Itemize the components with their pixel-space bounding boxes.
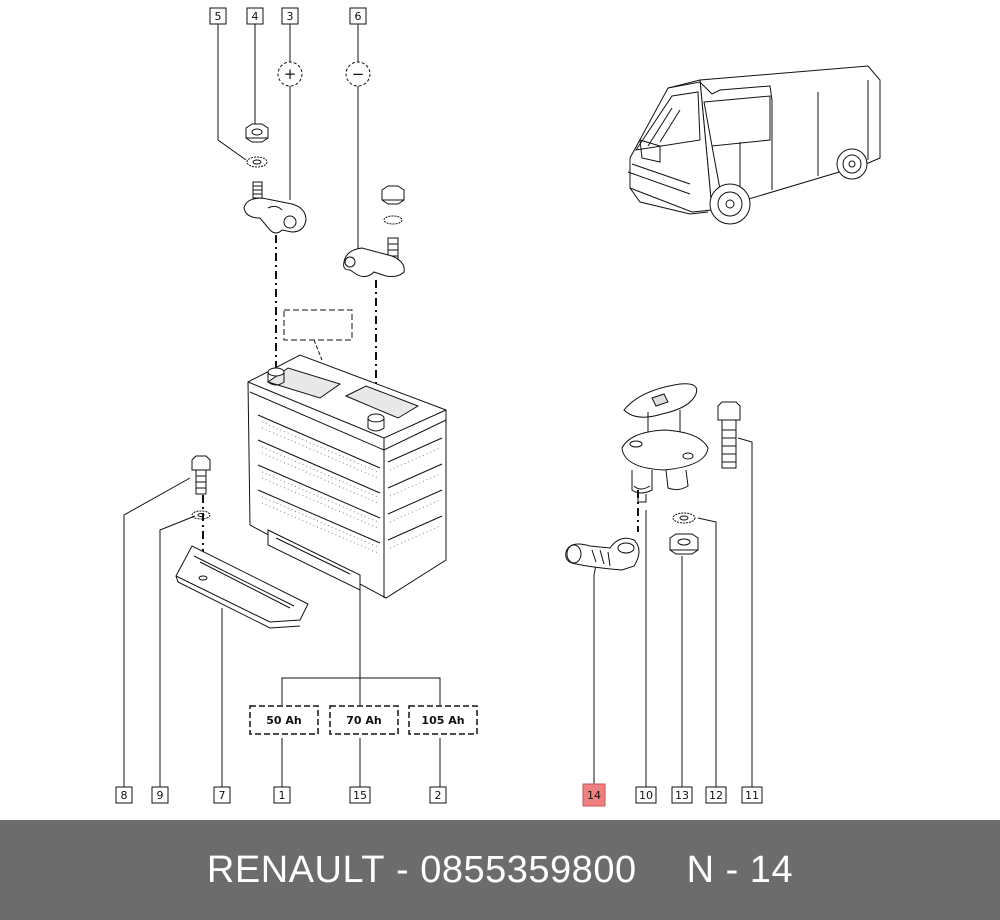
bolt-part-8 xyxy=(191,455,211,495)
capacity-boxes xyxy=(249,705,478,735)
callout-label-3: 3 xyxy=(287,10,294,23)
nut-part-4 xyxy=(245,123,269,143)
bolt-part-11 xyxy=(717,401,741,469)
terminal-signs xyxy=(277,61,371,87)
callout-label-8: 8 xyxy=(121,789,128,802)
callout-label-7: 7 xyxy=(219,789,226,802)
capacity-label-70ah: 70 Ah xyxy=(346,714,381,727)
battery-negative-post xyxy=(367,413,385,432)
cable-end-part-14 xyxy=(565,537,640,571)
nut-part-13 xyxy=(669,533,699,555)
van-illustration xyxy=(627,65,881,225)
parts-diagram: + − 50 Ah 70 Ah 105 Ah 5 4 3 6 8 9 7 1 1… xyxy=(115,7,881,807)
washer-part-12 xyxy=(672,512,696,524)
leader-lines xyxy=(123,24,753,788)
battery-label-box xyxy=(283,309,353,341)
washer-part-5 xyxy=(246,156,268,168)
negative-sign-text: − xyxy=(352,65,365,83)
negative-clamp-part-6 xyxy=(343,185,405,278)
callout-label-10: 10 xyxy=(639,789,653,802)
part-number: 0855359800 xyxy=(420,848,637,891)
callout-label-12: 12 xyxy=(709,789,723,802)
battery-switch-part-10 xyxy=(621,383,709,503)
capacity-label-105ah: 105 Ah xyxy=(421,714,464,727)
capacity-label-50ah: 50 Ah xyxy=(266,714,301,727)
callout-label-2: 2 xyxy=(435,789,442,802)
callout-label-11: 11 xyxy=(745,789,759,802)
brand-name: RENAULT xyxy=(206,848,385,891)
callout-label-14: 14 xyxy=(587,789,601,802)
battery-positive-post xyxy=(267,367,285,386)
battery xyxy=(247,354,447,599)
callout-boxes xyxy=(115,7,763,807)
negative-terminal-circle xyxy=(345,61,371,87)
callout-label-6: 6 xyxy=(355,10,362,23)
battery-side-ribs xyxy=(257,414,443,544)
callout-label-1: 1 xyxy=(279,789,286,802)
footer-bar: RENAULT - 0855359800 N - 14 xyxy=(0,820,1000,920)
callout-label-4: 4 xyxy=(252,10,259,23)
callout-label-13: 13 xyxy=(675,789,689,802)
positive-sign-text: + xyxy=(284,65,297,83)
diagram-reference: N - 14 xyxy=(686,848,794,891)
washer-part-9 xyxy=(191,510,211,520)
callout-label-5: 5 xyxy=(215,10,222,23)
bracket-part-7 xyxy=(175,545,309,629)
footer-separator: - xyxy=(396,848,410,891)
callout-label-9: 9 xyxy=(157,789,164,802)
positive-clamp-part-3 xyxy=(243,181,307,234)
positive-terminal-circle xyxy=(277,61,303,87)
callout-label-15: 15 xyxy=(353,789,367,802)
